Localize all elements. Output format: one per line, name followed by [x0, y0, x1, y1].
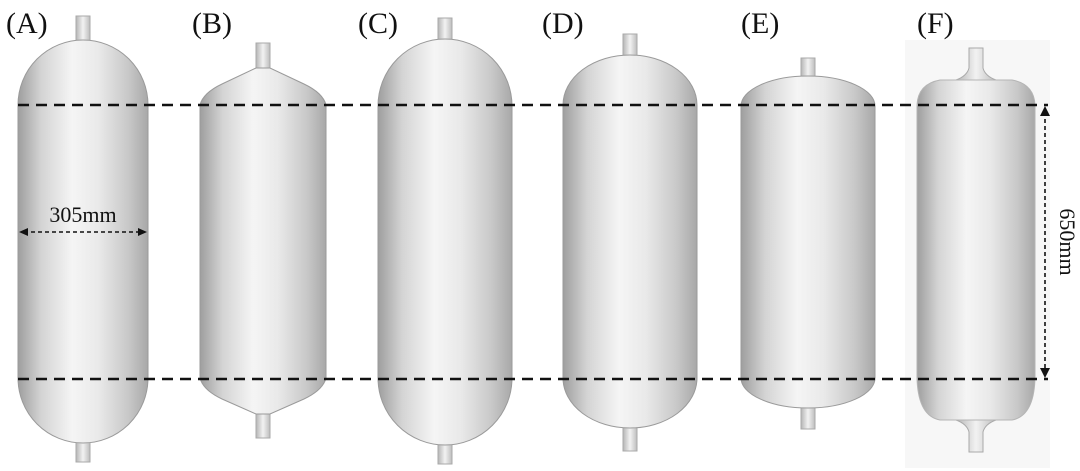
length-dimension-label: 650mm [1055, 208, 1080, 275]
panel-label-b: (B) [192, 7, 232, 40]
vessel-a [17, 15, 149, 463]
diameter-dimension-right-arrow [138, 228, 147, 236]
vessel-d-bottom-nozzle [622, 424, 638, 452]
panel-label-f: (F) [917, 7, 954, 40]
panel-label-a: (A) [6, 7, 48, 40]
vessel-f-shell [916, 79, 1036, 421]
panel-label-d: (D) [542, 7, 584, 40]
vessel-b [199, 42, 327, 439]
diameter-dimension: 305mm [19, 202, 147, 236]
vessel-a-top-nozzle [75, 15, 91, 43]
vessel-b-top-nozzle [255, 42, 271, 70]
vessel-f-bottom-nozzle [955, 419, 997, 453]
vessel-a-shell [17, 39, 149, 444]
vessel-d [562, 33, 698, 452]
length-dimension-top-arrow [1040, 106, 1050, 116]
vessel-c [377, 17, 513, 465]
length-dimension-bottom-arrow [1040, 368, 1050, 378]
vessel-e [740, 57, 876, 430]
diameter-dimension-left-arrow [19, 228, 28, 236]
vessel-f [916, 47, 1036, 453]
vessel-d-shell [562, 54, 698, 429]
diameter-dimension-label: 305mm [49, 202, 116, 227]
vessel-b-shell [199, 67, 327, 415]
vessel-d-top-nozzle [622, 33, 638, 59]
vessel-e-shell [740, 75, 876, 409]
length-dimension: 650mm [1040, 106, 1080, 378]
vessel-e-bottom-nozzle [800, 404, 816, 430]
panel-label-c: (C) [358, 7, 398, 40]
vessel-b-bottom-nozzle [255, 411, 271, 439]
vessel-c-shell [377, 38, 513, 446]
panel-label-e: (E) [741, 7, 779, 40]
